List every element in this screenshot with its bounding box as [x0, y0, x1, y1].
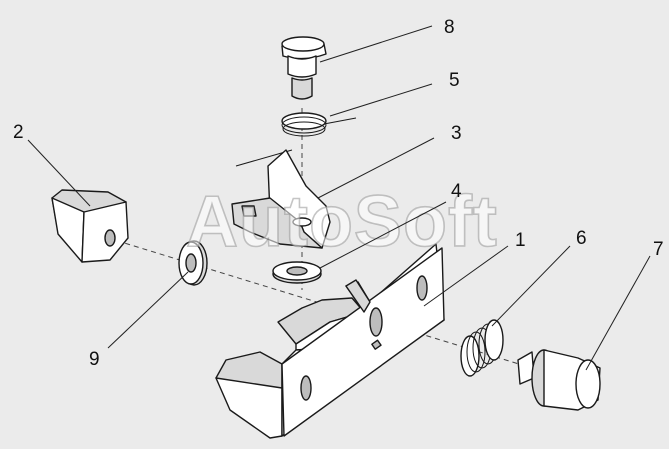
callout-2: 2	[13, 122, 24, 143]
leader-9	[107, 271, 189, 349]
callout-8: 8	[444, 17, 455, 38]
leader-6	[491, 245, 571, 327]
leader-2	[27, 139, 91, 207]
part-7-plunger	[517, 349, 601, 411]
part-1-base-plate	[215, 243, 445, 439]
part-6-coil-spring	[460, 319, 504, 377]
part-5-torsion-spring	[235, 112, 357, 167]
part-8-pin	[281, 36, 327, 100]
watermark-text: AutoSoft	[186, 182, 498, 262]
part-9-washer	[178, 240, 208, 286]
leader-7	[585, 255, 651, 371]
callout-3: 3	[451, 123, 462, 144]
callout-9: 9	[89, 349, 100, 370]
part-2-bracket	[51, 189, 129, 263]
callout-4: 4	[451, 181, 462, 202]
leader-4	[319, 201, 447, 269]
leader-3	[317, 137, 435, 199]
leader-5	[329, 83, 433, 117]
part-4-flat-washer	[272, 261, 322, 284]
leader-1	[423, 245, 509, 307]
callout-5: 5	[449, 70, 460, 91]
callout-6: 6	[576, 228, 587, 249]
part-3-latch-pawl	[231, 149, 331, 249]
leader-8	[319, 25, 433, 63]
callout-1: 1	[515, 230, 526, 251]
callout-7: 7	[653, 239, 664, 260]
